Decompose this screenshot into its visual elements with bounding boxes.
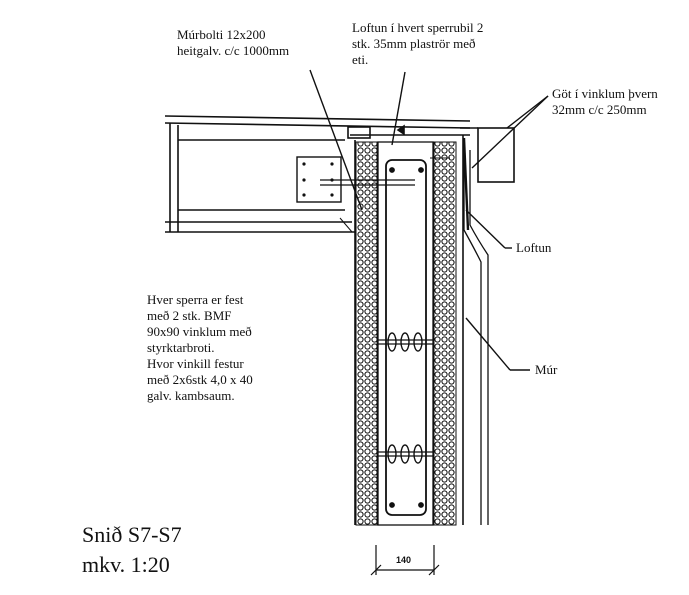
render-layer bbox=[463, 150, 489, 525]
leader-lines bbox=[309, 69, 549, 371]
label-loftun-top: Loftun í hvert sperrubil 2 stk. 35mm pla… bbox=[352, 20, 484, 67]
label-got: Göt í vinklum þvern 32mm c/c 250mm bbox=[552, 86, 658, 117]
concrete-core bbox=[377, 141, 434, 526]
anchor-plate bbox=[296, 156, 415, 203]
dimension-label: 140 bbox=[396, 555, 412, 565]
label-sperra-note: Hver sperra er fest með 2 stk. BMF 90x90… bbox=[147, 292, 253, 403]
drawing-title: Snið S7-S7 bbox=[82, 522, 182, 547]
wall-ties bbox=[387, 332, 423, 464]
roof-beam bbox=[164, 115, 471, 233]
label-mur: Múr bbox=[535, 362, 558, 377]
label-murbolti: Múrbolti 12x200 heitgalv. c/c 1000mm bbox=[177, 27, 290, 58]
insulation-right bbox=[433, 141, 457, 526]
drawing-scale: mkv. 1:20 bbox=[82, 552, 170, 577]
dimension-140 bbox=[370, 545, 440, 576]
label-loftun: Loftun bbox=[516, 240, 552, 255]
insulation-left bbox=[355, 141, 378, 526]
edge-flashing bbox=[347, 124, 515, 231]
